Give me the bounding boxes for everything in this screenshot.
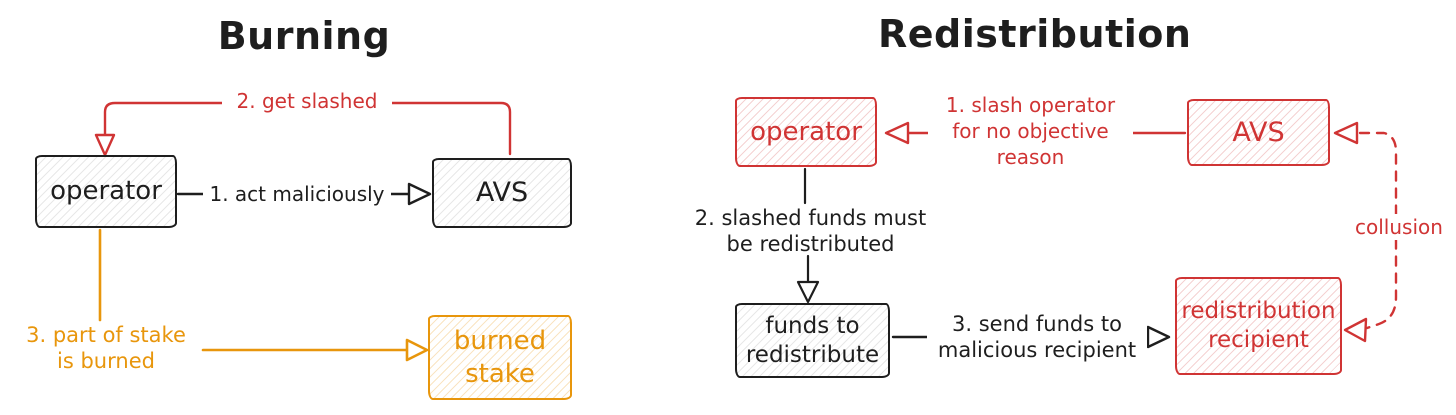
recipient-line2: recipient bbox=[1208, 327, 1309, 353]
burning-title: Burning bbox=[217, 14, 391, 58]
arrowhead bbox=[1333, 121, 1359, 145]
recipient-line1: redistribution bbox=[1181, 298, 1336, 325]
slash-operator-label: 1. slash operator for no objective reaso… bbox=[928, 92, 1133, 170]
funds-line2: redistribute bbox=[745, 341, 880, 368]
arrowhead bbox=[1343, 317, 1368, 343]
funds-line1: funds to bbox=[765, 312, 860, 339]
arrowhead bbox=[405, 338, 429, 362]
arrowhead bbox=[796, 280, 820, 304]
redistribution-recipient-node: redistribution recipient bbox=[1175, 277, 1342, 375]
burning-avs-label: AVS bbox=[475, 177, 529, 209]
redistribution-title: Redistribution bbox=[878, 12, 1192, 56]
arrowhead bbox=[94, 133, 116, 157]
collusion-label: collusion bbox=[1352, 214, 1444, 240]
burning-avs-node: AVS bbox=[432, 158, 572, 228]
burned-stake-line2: stake bbox=[465, 358, 535, 389]
send-funds-label: 3. send funds to malicious recipient bbox=[927, 311, 1147, 363]
funds-to-redistribute-node: funds to redistribute bbox=[735, 303, 890, 378]
act-maliciously-label: 1. act maliciously bbox=[203, 181, 391, 207]
redistribution-avs-label: AVS bbox=[1232, 116, 1285, 148]
arrowhead bbox=[407, 182, 432, 206]
arrowhead bbox=[884, 121, 910, 145]
redistribution-operator-node: operator bbox=[735, 97, 877, 167]
part-burned-label: 3. part of stake is burned bbox=[26, 323, 186, 373]
must-redistribute-arrow bbox=[796, 167, 820, 304]
burning-operator-node: operator bbox=[35, 155, 177, 228]
redistribution-avs-node: AVS bbox=[1187, 99, 1330, 166]
stake-burned-arrow bbox=[98, 228, 429, 362]
burned-stake-node: burned stake bbox=[428, 315, 572, 400]
redistribution-operator-label: operator bbox=[750, 116, 862, 147]
must-redistribute-label: 2. slashed funds must be redistributed bbox=[694, 206, 927, 256]
arrowhead bbox=[1146, 325, 1171, 349]
burned-stake-line1: burned bbox=[453, 326, 547, 356]
get-slashed-label: 2. get slashed bbox=[222, 88, 392, 114]
burning-operator-label: operator bbox=[50, 176, 162, 207]
